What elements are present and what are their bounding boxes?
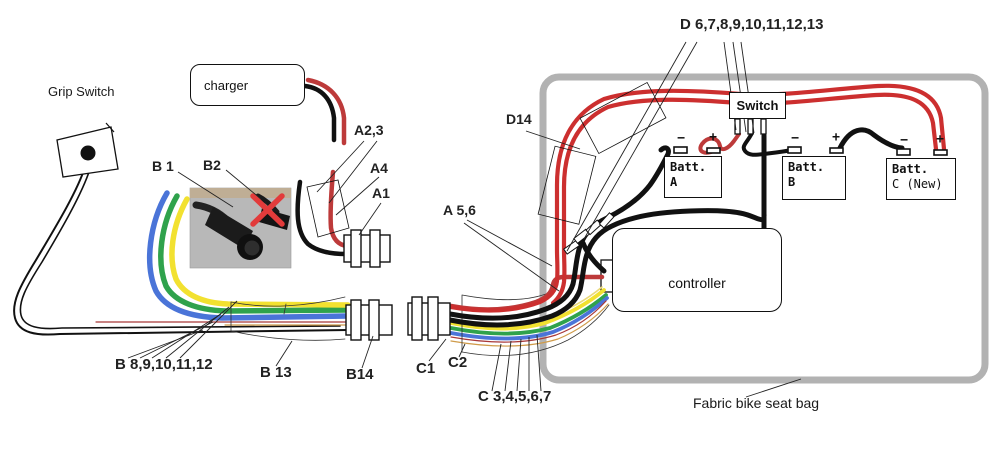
callout-a23: A2,3 [354,122,384,138]
c-harness-wires [449,286,610,356]
switch-box: Switch [729,92,786,119]
callout-a4: A4 [370,160,388,176]
callout-b1: B 1 [152,158,174,174]
connector-photo [189,187,292,269]
seat-bag-label: Fabric bike seat bag [693,395,820,411]
seat-bag-outline [539,73,989,384]
callout-a1: A1 [372,185,390,201]
connector-b14 [345,299,393,341]
grip-switch-wires [13,166,349,336]
callout-d6-13: D 6,7,8,9,10,11,12,13 [680,16,824,33]
callout-c3-7: C 3,4,5,6,7 [478,388,552,405]
callout-d14: D14 [506,111,532,127]
controller-label: controller [668,275,726,291]
battery-b-line1: Batt. [788,160,825,174]
charger-box: charger [190,64,305,106]
battery-b-box: Batt. B [782,156,846,200]
connectors [343,229,451,341]
red-x-icon [250,193,285,227]
switch-pins [734,118,767,135]
grip-switch-label: Grip Switch [48,84,115,99]
battery-a-box: Batt. A [664,156,722,198]
battery-c-plus-terminal: + [936,132,944,147]
switch-label: Switch [736,98,779,113]
wire-layer [13,77,947,356]
battery-a-line2: A [670,175,678,189]
controller-box: controller [612,228,782,312]
battery-c-line2: C (New) [892,177,943,191]
connector-c1 [407,296,451,341]
callout-c1: C1 [416,360,436,377]
battery-c-line1: Batt. [892,162,929,176]
callout-a56: A 5,6 [443,202,476,218]
callout-b13: B 13 [260,364,292,381]
battery-c-minus-terminal: − [900,133,908,148]
grip-switch-drawing [56,122,119,178]
battery-red-wires [448,83,947,313]
battery-b-plus-terminal: + [832,130,840,145]
battery-a-line1: Batt. [670,160,707,174]
callout-b14: B14 [346,366,374,383]
battery-a-minus-terminal: − [677,131,685,146]
battery-terminals [673,146,948,156]
charger-wires [295,77,350,257]
battery-b-minus-terminal: − [791,131,799,146]
callout-b8-12: B 8,9,10,11,12 [115,356,213,373]
battery-b-line2: B [788,175,796,189]
b-harness-wires [95,190,351,341]
callout-b2: B2 [203,157,221,173]
callout-c2: C2 [448,354,468,371]
charger-label: charger [204,77,249,93]
grip-switch-button [80,145,96,161]
battery-c-box: Batt. C (New) [886,158,956,200]
connector-a1 [343,229,391,268]
battery-a-plus-terminal: + [709,130,717,145]
